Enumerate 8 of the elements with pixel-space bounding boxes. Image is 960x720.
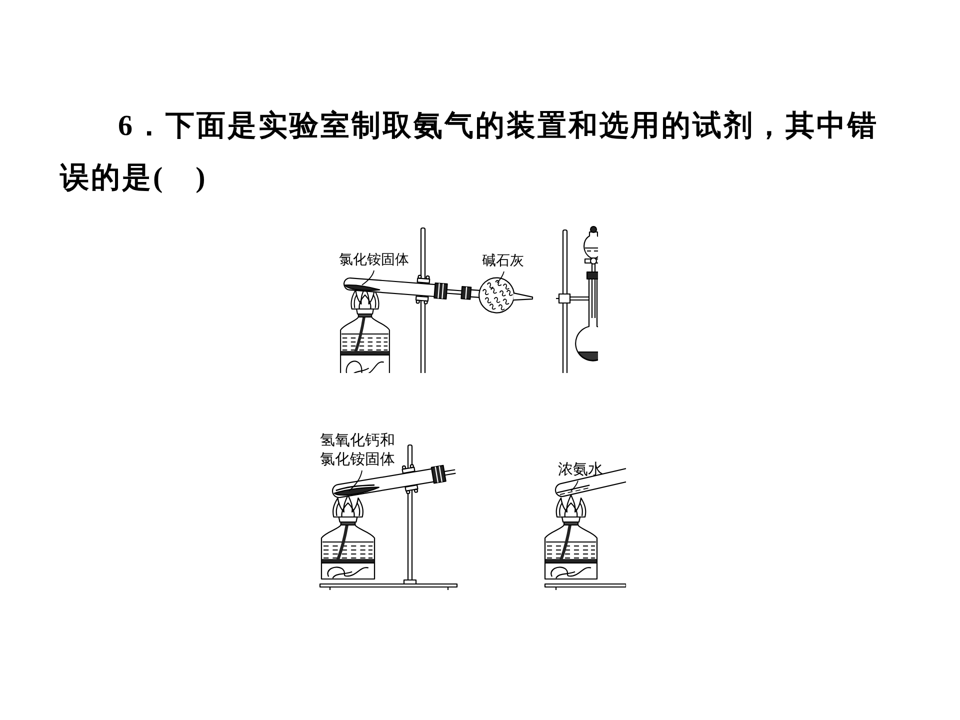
leader-line bbox=[348, 470, 362, 492]
callout-label: 碱石灰 bbox=[482, 253, 524, 270]
callout-label: 浓氨水 bbox=[558, 461, 603, 480]
callout-label: 氯化铵固体 bbox=[339, 252, 409, 270]
leader-line bbox=[362, 270, 374, 286]
question-text: 6．下面是实验室制取氨气的装置和选用的试剂，其中错误的是( ) bbox=[60, 108, 880, 196]
callout-label: 氢氧化钙和氯化铵固体 bbox=[320, 432, 398, 470]
leader-line bbox=[496, 271, 504, 284]
